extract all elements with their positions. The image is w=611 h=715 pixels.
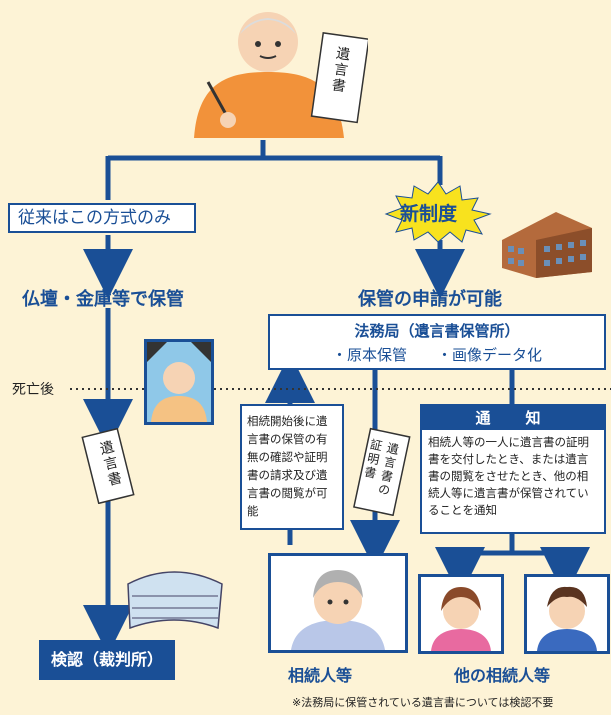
other-heir-portrait-2 bbox=[524, 574, 610, 654]
footnote: ※法務局に保管されている遺言書については検認不要 bbox=[292, 696, 554, 709]
courthouse-icon bbox=[127, 571, 223, 630]
heir-access-note: 相続開始後に遺言書の保管の有無の確認や証明書の請求及び遺言書の閲覧が可能 bbox=[240, 404, 344, 530]
legal-bureau-box: 法務局（遺言書保管所） ・原本保管 ・画像データ化 bbox=[268, 314, 606, 370]
deceased-face-icon bbox=[147, 342, 211, 422]
other-heir-portrait-1 bbox=[418, 574, 504, 654]
certificate-document-icon bbox=[353, 427, 411, 516]
new-system-badge bbox=[384, 181, 492, 243]
deceased-portrait bbox=[144, 339, 214, 425]
notice-box: 通 知 相続人等の一人に遺言書の証明書を交付したとき、または遺言書の閲覧をさせた… bbox=[420, 404, 606, 534]
legal-bureau-building-icon bbox=[502, 212, 592, 278]
heir-face-icon bbox=[291, 570, 385, 650]
testator-illustration bbox=[194, 12, 368, 138]
conventional-storage-heading: 仏壇・金庫等で保管 bbox=[22, 289, 184, 310]
conventional-method-label: 従来はこの方式のみ bbox=[8, 203, 196, 233]
legal-bureau-title: 法務局（遺言書保管所） bbox=[354, 322, 520, 340]
new-system-headline: 保管の申請が可能 bbox=[358, 289, 502, 310]
other-heir-man-face-icon bbox=[537, 586, 597, 651]
will-document-icon bbox=[81, 428, 135, 504]
other-heir-woman-face-icon bbox=[431, 587, 491, 651]
heir-portrait bbox=[268, 553, 408, 653]
new-system-badge-text: 新制度 bbox=[400, 203, 458, 225]
heir-label: 相続人等 bbox=[288, 666, 353, 685]
notice-title: 通 知 bbox=[422, 406, 604, 430]
notice-body: 相続人等の一人に遺言書の証明書を交付したとき、または遺言書の閲覧をさせたとき、他… bbox=[428, 435, 589, 517]
after-death-label: 死亡後 bbox=[12, 382, 54, 398]
legal-bureau-items: ・原本保管 ・画像データ化 bbox=[331, 346, 542, 364]
other-heirs-label: 他の相続人等 bbox=[454, 666, 551, 685]
probate-court-label: 検認（裁判所） bbox=[39, 640, 175, 680]
